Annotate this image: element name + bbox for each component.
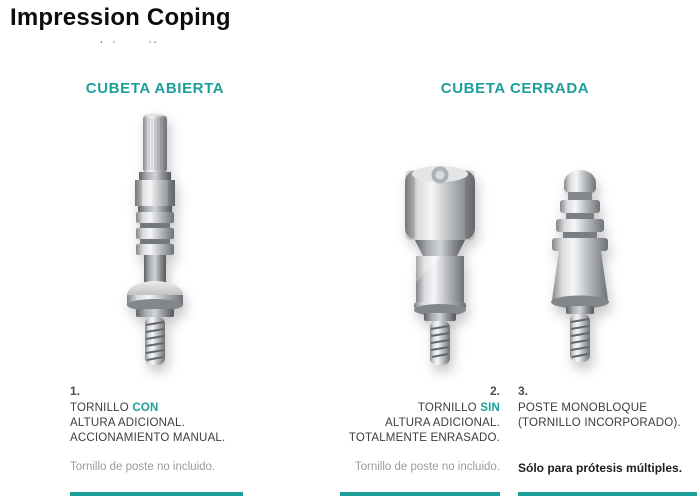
item-3-line-1: POSTE MONOBLOQUE	[518, 402, 648, 414]
item-1-line-2: ALTURA ADICIONAL.	[70, 417, 186, 429]
caption-open-tray-coping: 1. TORNILLO CON ALTURA ADICIONAL. ACCION…	[70, 384, 243, 496]
item-2-line-1: TORNILLO SIN	[330, 401, 500, 416]
item-2-line-2: ALTURA ADICIONAL.	[384, 417, 500, 429]
page-title: Impression Coping	[10, 4, 231, 31]
item-1-line-1-text: TORNILLO	[70, 402, 133, 414]
divider-bar-3	[518, 492, 697, 496]
open-tray-coping-image	[127, 113, 183, 365]
caption-monobloc-post: 3. POSTE MONOBLOQUE (TORNILLO INCORPORAD…	[518, 384, 697, 496]
item-3-line-2: (TORNILLO INCORPORADO).	[518, 417, 681, 429]
item-2-note: Tornillo de poste no incluido.	[354, 461, 500, 473]
page-subtitle-text: de impresión	[96, 39, 165, 43]
knurl-texture	[145, 118, 165, 170]
item-2-line-3: TOTALMENTE ENRASADO.	[348, 432, 500, 444]
item-2-line-1-text: TORNILLO	[417, 402, 481, 414]
item-1-highlight-con: CON	[132, 402, 159, 414]
item-number-1: 1.	[70, 384, 81, 398]
section-heading-cubeta-cerrada: CUBETA CERRADA	[440, 80, 590, 97]
closed-tray-coping-image	[405, 166, 475, 365]
item-number-3: 3.	[518, 384, 529, 398]
item-1-line-1: TORNILLO CON	[70, 401, 243, 416]
thread-lines	[430, 325, 450, 358]
item-3-note: Sólo para prótesis múltiples.	[518, 461, 683, 475]
item-2-highlight-sin: SIN	[480, 402, 500, 414]
caption-closed-tray-coping: 2. TORNILLO SIN ALTURA ADICIONAL. TOTALM…	[330, 384, 500, 496]
item-1-line-3: ACCIONAMIENTO MANUAL.	[70, 432, 226, 444]
thread-lines	[570, 318, 590, 358]
monobloc-post-image	[551, 170, 609, 362]
item-number-2: 2.	[489, 384, 500, 398]
section-heading-cubeta-abierta: CUBETA ABIERTA	[85, 80, 225, 97]
divider-bar-1	[70, 492, 243, 496]
divider-bar-2	[340, 492, 500, 496]
item-1-note: Tornillo de poste no incluido.	[70, 461, 216, 473]
page-subtitle-clipped: de impresión	[96, 37, 166, 43]
thread-lines	[145, 321, 165, 361]
